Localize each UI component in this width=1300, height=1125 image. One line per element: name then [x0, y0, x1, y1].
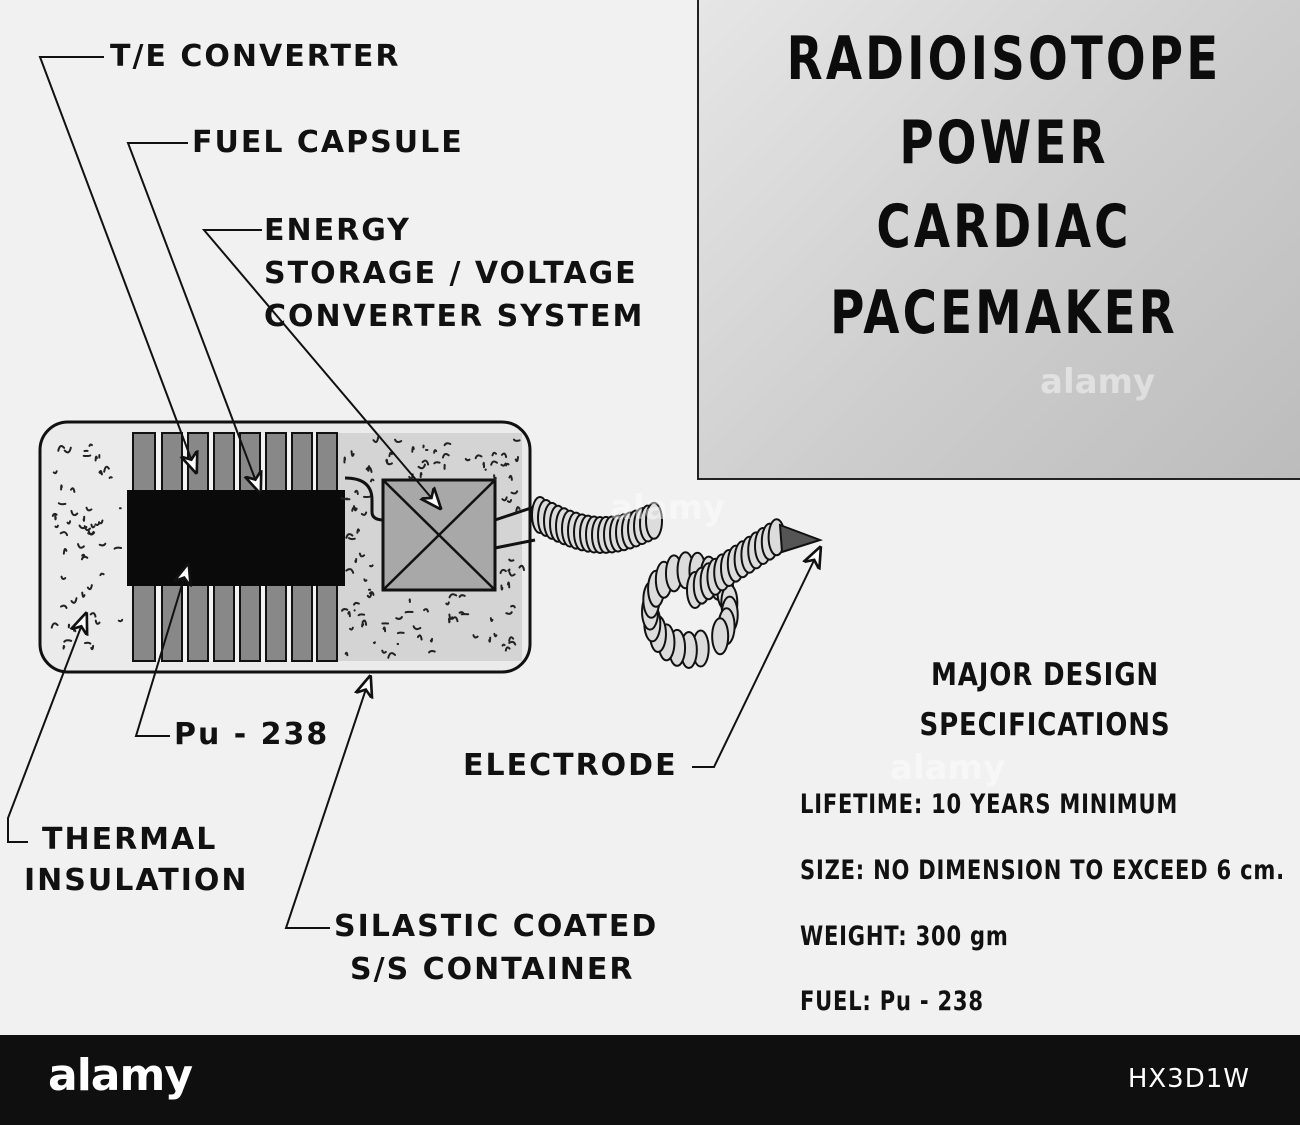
electrode-lead: [531, 496, 786, 669]
leader-thermal-insulation: [7, 614, 86, 843]
pacemaker-diagram: [7, 56, 824, 929]
title-panel: RADIOISOTOPE POWER CARDIAC PACEMAKER: [697, 0, 1300, 480]
label-pu238: Pu - 238: [174, 717, 330, 752]
label-te-converter: T/E CONVERTER: [110, 39, 401, 74]
label-energy-line-2: STORAGE / VOLTAGE: [264, 256, 638, 291]
leader-pu238: [134, 565, 188, 737]
watermark-1: alamy: [1040, 362, 1156, 402]
title-line-2: POWER: [899, 108, 1109, 178]
title-line-4: PACEMAKER: [830, 278, 1178, 348]
leader-te-converter: [38, 56, 196, 472]
label-thermal-line-2: INSULATION: [24, 863, 249, 898]
label-fuel-capsule: FUEL CAPSULE: [192, 125, 464, 160]
label-container-line-1: SILASTIC COATED: [334, 909, 659, 944]
spec-weight: WEIGHT: 300 gm: [800, 921, 1009, 952]
title-line-1: RADIOISOTOPE: [786, 24, 1222, 94]
electrode-tip: [778, 523, 824, 554]
watermark-2: alamy: [610, 488, 726, 528]
label-energy-line-1: ENERGY: [264, 213, 411, 248]
spec-heading-1: MAJOR DESIGN: [930, 657, 1160, 693]
label-energy-line-3: CONVERTER SYSTEM: [264, 299, 645, 334]
insulation-texture: [50, 436, 526, 659]
watermark-3: alamy: [890, 748, 1006, 788]
spec-lifetime: LIFETIME: 10 YEARS MINIMUM: [800, 789, 1179, 820]
label-electrode: ELECTRODE: [463, 748, 678, 783]
title-line-3: CARDIAC: [876, 192, 1132, 262]
leader-container: [284, 677, 370, 929]
spec-size: SIZE: NO DIMENSION TO EXCEED 6 cm.: [800, 855, 1285, 886]
spec-heading-2: SPECIFICATIONS: [919, 707, 1171, 743]
label-thermal-line-1: THERMAL: [42, 822, 218, 857]
fuel-capsule-block: [127, 490, 345, 586]
label-container-line-2: S/S CONTAINER: [350, 952, 635, 987]
leader-energy-storage: [201, 229, 440, 508]
image-id: HX3D1W: [1127, 1064, 1250, 1094]
leader-electrode: [692, 548, 820, 768]
leader-fuel-capsule: [126, 142, 260, 492]
brand-logo: alamy: [48, 1050, 193, 1101]
spec-fuel: FUEL: Pu - 238: [800, 986, 984, 1017]
footer-bar: [0, 1035, 1300, 1125]
